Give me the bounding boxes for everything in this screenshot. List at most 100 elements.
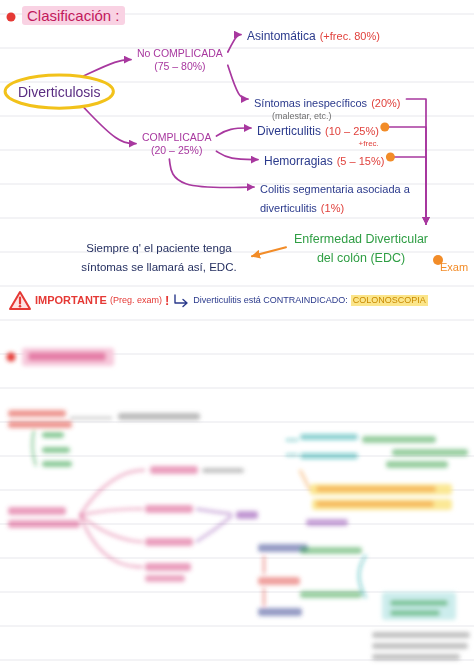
warning-note: (Preg. exam) <box>110 295 162 306</box>
subtype-item: Asintomática (+frec. 80%) <box>245 24 382 45</box>
blurred-stroke <box>80 515 143 567</box>
blurred-scribble <box>8 410 66 417</box>
ruled-line <box>0 320 474 321</box>
blurred-scribble <box>42 447 70 453</box>
warning-triangle <box>10 292 30 309</box>
hook-arrow-line <box>175 295 187 307</box>
blurred-scribble <box>372 632 470 638</box>
node-text: (75 – 80%) <box>137 60 223 73</box>
warning-mark: ! <box>165 293 169 309</box>
oval-outline <box>5 75 113 108</box>
node-text: +frec. <box>257 139 379 149</box>
blurred-stroke <box>80 470 145 515</box>
warning-mark <box>19 298 21 304</box>
ruled-line <box>0 82 474 83</box>
exam-tag: Exam <box>440 261 468 274</box>
connector-arrow <box>169 159 254 187</box>
ruled-lines <box>0 14 474 660</box>
node-text: (1%) <box>321 202 344 214</box>
blurred-stroke <box>263 556 265 574</box>
blurred-scribble <box>392 449 468 456</box>
blurred-scribble <box>390 610 440 616</box>
node-text: Diverticulosis <box>18 84 100 100</box>
blurred-scribble <box>372 654 460 660</box>
node-text: Hemorragias <box>264 154 333 168</box>
blurred-scribble <box>8 421 72 428</box>
connector-arrow <box>216 151 258 159</box>
blurred-scribble <box>316 486 436 492</box>
blurred-scribble <box>300 547 362 554</box>
connector-arrow <box>216 128 251 136</box>
warning-mark <box>19 305 22 308</box>
blurred-scribble <box>300 591 362 598</box>
hook-arrow <box>172 294 190 308</box>
blurred-scribble <box>150 466 198 474</box>
node-text: (+frec. 80%) <box>320 30 380 42</box>
category-heading: COMPLICADA(20 – 25%) <box>140 130 213 157</box>
blurred-scribble <box>258 577 300 585</box>
connector-arrow <box>228 65 248 99</box>
blurred-scribble <box>390 600 448 606</box>
connector-arrow <box>84 107 136 143</box>
blurred-scribble <box>28 352 106 361</box>
blurred-scribble <box>300 434 358 440</box>
blurred-scribble <box>145 563 191 571</box>
node-text: Diverticulitis <box>257 124 321 138</box>
blurred-scribble <box>202 468 244 473</box>
blurred-scribble <box>316 501 434 507</box>
blurred-stroke <box>32 430 36 466</box>
blurred-scribble <box>372 643 468 649</box>
ruled-line <box>0 150 474 151</box>
blurred-scribble <box>145 538 193 546</box>
blurred-stroke <box>263 588 265 606</box>
note-text: Diverticulitis está CONTRAINDICADO: <box>193 295 348 306</box>
node-text: (10 – 25%) <box>325 125 379 137</box>
important-note-row: IMPORTANTE(Preg. exam)!Diverticulitis es… <box>8 290 428 311</box>
blurred-scribble <box>362 436 436 443</box>
blurred-scribble <box>258 608 302 616</box>
blurred-stroke <box>196 516 232 542</box>
blurred-scribble <box>145 575 185 582</box>
blurred-scribble <box>8 520 80 528</box>
blurred-scribble <box>42 461 72 467</box>
blurred-scribble <box>145 505 193 513</box>
blurred-scribble <box>236 511 258 519</box>
bullet-dot <box>7 13 16 22</box>
blurred-stroke <box>359 555 366 598</box>
node-text: (5 – 15%) <box>337 155 385 167</box>
orange-dot <box>380 123 389 132</box>
connectors <box>84 35 426 257</box>
blurred-stroke <box>286 454 298 456</box>
blurred-scribble <box>386 461 448 468</box>
blurred-stroke <box>80 515 143 542</box>
subtype-item: Colitis segmentaria asociada a diverticu… <box>258 177 418 217</box>
warning-icon <box>8 290 32 311</box>
node-text: COMPLICADA <box>142 131 211 144</box>
ruled-line <box>0 48 474 49</box>
blurred-scribble <box>118 413 200 420</box>
blurred-scribble <box>382 592 456 620</box>
node-text: Síntomas inespecíficos <box>254 97 367 109</box>
node-text: (20 – 25%) <box>142 144 211 157</box>
node-text: Enfermedad Diverticular del colón (EDC) <box>294 232 428 265</box>
blurred-scribble <box>310 484 452 495</box>
node-text: (20%) <box>371 97 400 109</box>
connector-arrow <box>228 35 241 52</box>
ruled-line <box>0 286 474 287</box>
connector-arrow <box>252 247 286 256</box>
node-text: No COMPLICADA <box>137 47 223 60</box>
blurred-scribble <box>300 453 358 459</box>
blurred-stroke <box>80 509 143 515</box>
blurred-scribble <box>8 507 66 515</box>
subtype-item: Síntomas inespecíficos(20%)(malestar, et… <box>252 91 402 123</box>
category-heading: No COMPLICADA(75 – 80%) <box>135 46 225 73</box>
blurred-scribble <box>306 519 348 526</box>
ruled-line <box>0 626 474 627</box>
node-text: Siempre q' el paciente tenga síntomas se… <box>81 242 236 273</box>
subtype-item: Diverticulitis (10 – 25%) +frec. <box>255 119 381 150</box>
node-text: Asintomática <box>247 29 316 43</box>
ruled-line <box>0 116 474 117</box>
blurred-stroke <box>196 509 232 514</box>
